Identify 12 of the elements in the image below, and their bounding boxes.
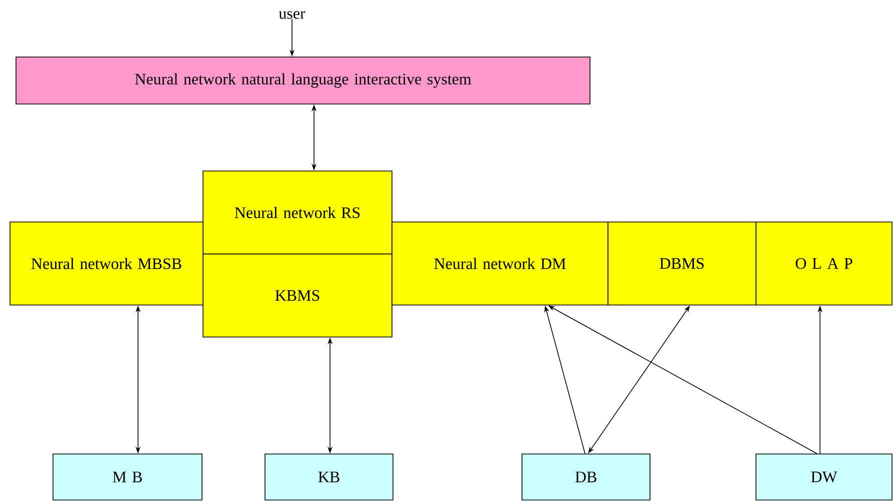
- storage-box: DB: [522, 454, 650, 500]
- storage-box: M B: [52, 454, 202, 500]
- module-box: O L A P: [756, 222, 892, 306]
- user-label: user: [278, 11, 306, 19]
- module-box: Neural network MBSB: [10, 222, 204, 306]
- module-box: Neural network DM: [392, 222, 608, 306]
- system-box: Neural network natural language interactive system: [16, 56, 590, 104]
- storage-box: KB: [264, 454, 394, 500]
- module-box: DBMS: [608, 222, 756, 306]
- module-box: Neural network RS: [202, 170, 392, 254]
- storage-box: DW: [756, 454, 892, 500]
- module-box: KBMS: [202, 254, 392, 338]
